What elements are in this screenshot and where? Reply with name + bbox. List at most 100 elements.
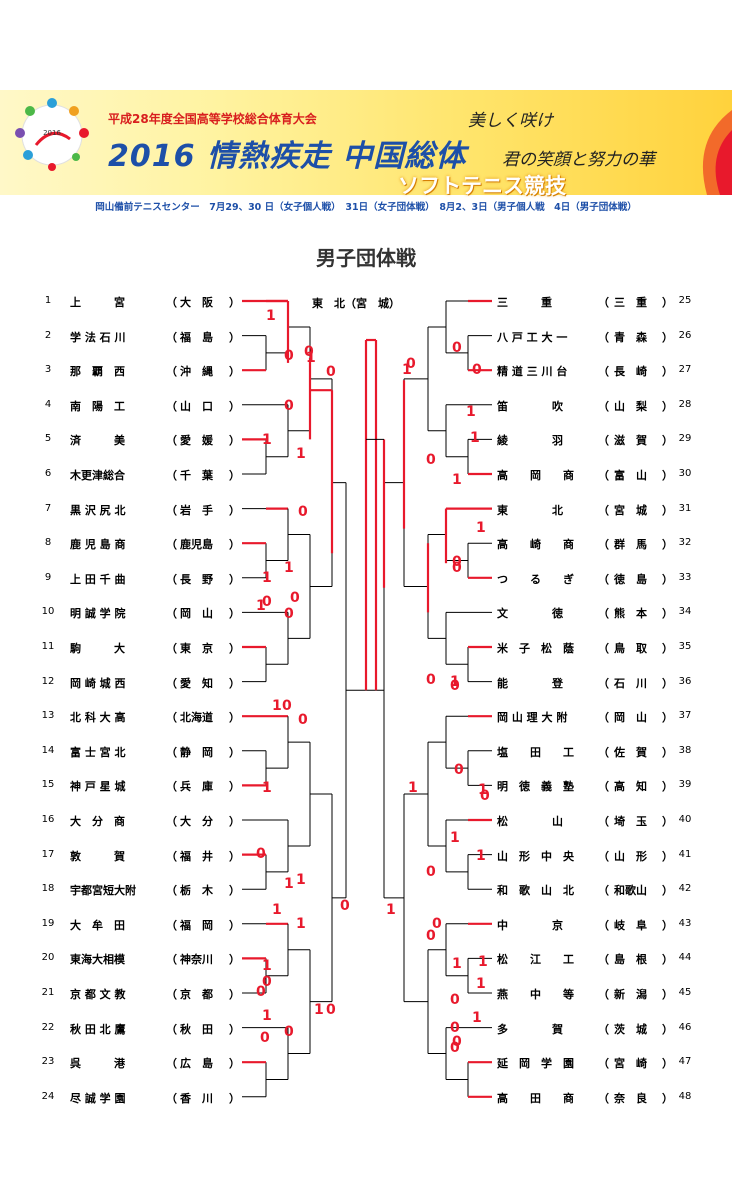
match-score: 1 xyxy=(476,520,486,536)
match-score: 1 xyxy=(466,404,476,420)
paren-open: （ xyxy=(166,1022,177,1036)
team-prefecture: 長 野 xyxy=(180,572,213,586)
paren-open: （ xyxy=(598,469,609,482)
team-name: 八 戸 工 大 一 xyxy=(497,330,568,344)
team-prefecture: 新 潟 xyxy=(614,988,647,1001)
team-number: 40 xyxy=(678,814,692,825)
match-score: 1 xyxy=(314,1002,324,1018)
team-number: 3 xyxy=(44,364,52,376)
team-prefecture: 石 川 xyxy=(614,676,647,690)
match-score: 0 xyxy=(450,678,460,694)
paren-close: ） xyxy=(229,815,240,828)
team-number: 13 xyxy=(41,710,55,722)
paren-close: ） xyxy=(662,1022,673,1036)
team-prefecture: 三 重 xyxy=(614,296,647,309)
match-score: 1 xyxy=(272,902,282,918)
match-score: 1 xyxy=(284,560,294,576)
match-score: 1 xyxy=(478,782,488,798)
team-number: 2 xyxy=(44,329,52,341)
team-prefecture: 茨 城 xyxy=(614,1022,647,1036)
team-number: 30 xyxy=(678,468,692,479)
team-prefecture: 島 根 xyxy=(614,953,647,967)
paren-open: （ xyxy=(598,918,609,932)
team-name: 秋 田 北 鷹 xyxy=(70,1022,126,1036)
team-number: 43 xyxy=(678,917,692,929)
paren-open: （ xyxy=(166,780,177,794)
match-score: 1 xyxy=(272,698,282,714)
paren-close: ） xyxy=(229,434,240,448)
team-prefecture: 奈 良 xyxy=(614,1091,647,1105)
paren-close: ） xyxy=(662,365,673,379)
team-prefecture: 高 知 xyxy=(614,780,647,794)
team-name: 延 岡 学 園 xyxy=(497,1057,574,1071)
team-name: 松 江 工 xyxy=(497,953,574,967)
match-score: 0 xyxy=(284,1024,294,1040)
team-name: 鹿 児 島 商 xyxy=(70,538,126,552)
team-number: 9 xyxy=(44,571,52,583)
team-number: 48 xyxy=(678,1090,692,1102)
team-name: 燕 中 等 xyxy=(497,988,574,1001)
team-name: 和 歌 山 北 xyxy=(497,884,574,898)
team-number: 32 xyxy=(678,537,692,549)
team-name: 駒 大 xyxy=(70,642,125,655)
paren-open: （ xyxy=(166,365,177,379)
paren-open: （ xyxy=(598,572,609,586)
team-name: 済 美 xyxy=(70,434,125,448)
team-name: 北 科 大 高 xyxy=(70,711,126,725)
match-score: 1 xyxy=(262,780,272,796)
team-number: 42 xyxy=(678,883,692,895)
team-number: 4 xyxy=(44,398,52,410)
match-score: 0 xyxy=(298,712,308,728)
match-score: 0 xyxy=(426,928,436,944)
match-score: 1 xyxy=(296,872,306,888)
paren-close: ） xyxy=(662,572,673,586)
paren-open: （ xyxy=(166,572,177,586)
team-number: 21 xyxy=(41,987,55,998)
sport-name: ソフトテニス競技 xyxy=(398,174,566,198)
match-score: 1 xyxy=(450,830,460,846)
page-title: 男子団体戦 xyxy=(316,246,416,270)
team-prefecture: 宮 城 xyxy=(614,503,647,517)
team-number: 28 xyxy=(678,398,692,410)
match-score: 1 xyxy=(266,308,276,324)
team-prefecture: 富 山 xyxy=(614,469,647,482)
paren-open: （ xyxy=(166,988,177,1001)
team-prefecture: 滋 賀 xyxy=(614,434,647,448)
team-name: 富 士 宮 北 xyxy=(70,745,126,759)
paren-open: （ xyxy=(598,676,609,690)
team-name: 黒 沢 尻 北 xyxy=(70,503,126,517)
paren-close: ） xyxy=(662,815,673,828)
team-name: 上 田 千 曲 xyxy=(70,572,126,586)
match-score: 0 xyxy=(284,348,294,364)
team-prefecture: 千 葉 xyxy=(180,469,213,482)
logo-year: 2016 xyxy=(43,129,61,137)
team-prefecture: 熊 本 xyxy=(614,607,647,621)
paren-open: （ xyxy=(598,884,609,898)
paren-close: ） xyxy=(662,988,673,1001)
paren-close: ） xyxy=(662,1091,673,1105)
paren-close: ） xyxy=(662,399,673,413)
team-name: 京 都 文 教 xyxy=(70,988,126,1001)
match-score: 0 xyxy=(426,452,436,468)
match-score: 0 xyxy=(452,1034,462,1050)
match-score: 0 xyxy=(450,992,460,1008)
match-score: 1 xyxy=(262,958,272,974)
team-prefecture: 沖 縄 xyxy=(180,365,213,379)
team-number: 27 xyxy=(678,364,692,376)
team-name: 多 賀 xyxy=(497,1022,563,1036)
team-number: 14 xyxy=(41,744,55,756)
paren-open: （ xyxy=(166,711,177,725)
slogan: 美しく咲け 君の笑顔と努力の華 xyxy=(468,106,655,170)
team-number: 6 xyxy=(44,468,52,479)
team-number: 34 xyxy=(678,606,692,618)
team-name: 南 陽 工 xyxy=(70,399,125,413)
paren-open: （ xyxy=(166,607,177,621)
team-name: 塩 田 工 xyxy=(497,745,574,759)
paren-close: ） xyxy=(662,607,673,621)
match-score: 0 xyxy=(406,356,416,372)
team-name: 大 牟 田 xyxy=(70,918,125,932)
slogan-line-1: 美しく咲け xyxy=(468,111,553,131)
paren-open: （ xyxy=(598,711,609,725)
match-score: 0 xyxy=(452,554,462,570)
team-prefecture: 群 馬 xyxy=(614,538,647,552)
